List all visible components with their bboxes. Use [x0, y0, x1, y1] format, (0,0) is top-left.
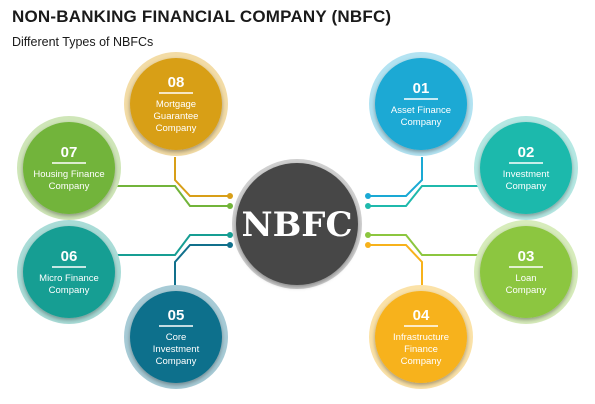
node-label-line: Micro Finance: [39, 273, 99, 284]
node-number: 01: [413, 80, 430, 97]
node-label-line: Loan: [515, 273, 536, 284]
node-label-line: Investment: [503, 169, 550, 180]
connector-07: [112, 185, 230, 207]
node-number: 03: [518, 248, 535, 265]
connector-01: [368, 157, 423, 197]
node-label-line: Company: [401, 356, 442, 367]
node-label-line: Housing Finance: [33, 169, 104, 180]
connector-06: [112, 234, 230, 256]
center-node: NBFC: [232, 159, 362, 289]
page-subtitle: Different Types of NBFCs: [12, 35, 154, 49]
center-label: NBFC: [241, 205, 352, 245]
node-label-line: Infrastructure: [393, 332, 449, 343]
connector-03: [368, 234, 482, 256]
node-circle: [23, 122, 115, 214]
node-label-line: Company: [156, 356, 197, 367]
node-number: 05: [168, 307, 185, 324]
connector-dot-01: [365, 193, 371, 199]
node-label-line: Company: [506, 181, 547, 192]
connector-dot-03: [365, 232, 371, 238]
connector-02: [368, 185, 482, 207]
connector-dot-06: [227, 232, 233, 238]
connector-dot-05: [227, 242, 233, 248]
connector-08: [174, 157, 230, 197]
node-label-line: Company: [49, 181, 90, 192]
connector-dot-08: [227, 193, 233, 199]
center-circle: [236, 163, 358, 285]
node-circle: [375, 58, 467, 150]
node-circle: [130, 58, 222, 150]
node-circle: [480, 122, 572, 214]
node-label-line: Core: [166, 332, 187, 343]
connector-lines: [112, 157, 482, 285]
connector-dot-07: [227, 203, 233, 209]
node-number: 02: [518, 144, 535, 161]
node-number: 04: [413, 307, 430, 324]
node-label-line: Asset Finance: [391, 105, 451, 116]
node-label-line: Company: [156, 123, 197, 134]
node-label-line: Guarantee: [154, 111, 199, 122]
node-number: 07: [61, 144, 78, 161]
page-title: NON-BANKING FINANCIAL COMPANY (NBFC): [12, 7, 392, 26]
connector-04: [368, 244, 423, 285]
node-circle: [375, 291, 467, 383]
node-label-line: Company: [401, 117, 442, 128]
node-label-line: Investment: [153, 344, 200, 355]
connector-dot-02: [365, 203, 371, 209]
node-number: 08: [168, 74, 185, 91]
node-circle: [23, 226, 115, 318]
node-label-line: Finance: [404, 344, 438, 355]
connector-dot-04: [365, 242, 371, 248]
connector-05: [174, 244, 230, 285]
node-label-line: Mortgage: [156, 99, 196, 110]
node-circle: [480, 226, 572, 318]
node-circle: [130, 291, 222, 383]
node-label-line: Company: [49, 285, 90, 296]
node-number: 06: [61, 248, 78, 265]
node-label-line: Company: [506, 285, 547, 296]
